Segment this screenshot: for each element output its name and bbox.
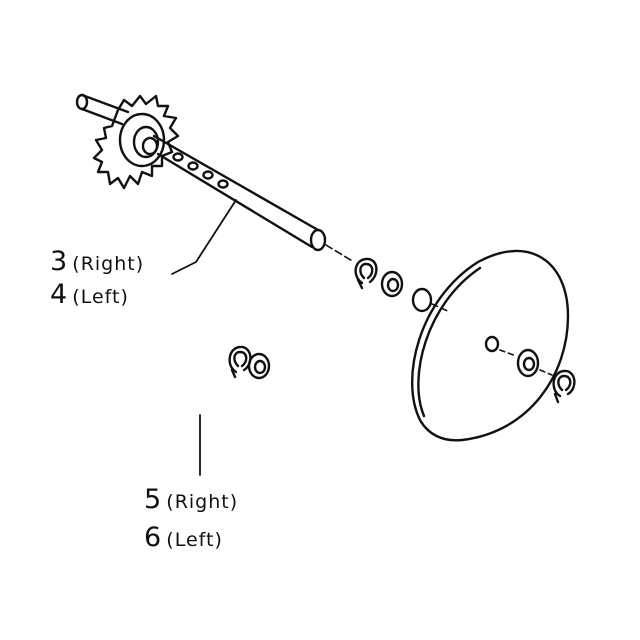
callout-number: 4 [50,279,68,310]
sprocket [92,94,180,190]
snap-ring-shaft [354,257,378,290]
callout-3-right: 3 (Right) [50,248,144,275]
shaft-end-stub [75,93,130,126]
shaft-hole [202,170,214,180]
callout-side-label: (Left) [72,286,129,308]
shaft-hole [217,179,229,189]
shaft-hole [172,152,184,162]
snap-ring-loose [228,345,252,379]
disc-hole [484,335,500,353]
bushing-ring [411,287,433,313]
main-shaft [152,134,355,263]
callout-side-label: (Right) [166,491,239,513]
callout-side-label: (Right) [72,253,145,275]
washer-loose [247,352,271,380]
hub-washer [499,348,553,378]
disc-plate [410,249,570,442]
callout-4-left: 4 (Left) [50,281,129,308]
callout-number: 5 [144,484,162,515]
callout-number: 6 [144,522,162,553]
washer-shaft [380,270,404,298]
leader-line-3-4 [171,199,237,275]
shaft-hole [187,161,199,171]
callout-side-label: (Left) [166,529,223,551]
snap-ring-hub [552,369,576,404]
callout-6-left: 6 (Left) [144,524,223,551]
callout-5-right: 5 (Right) [144,486,238,513]
callout-number: 3 [50,246,68,277]
